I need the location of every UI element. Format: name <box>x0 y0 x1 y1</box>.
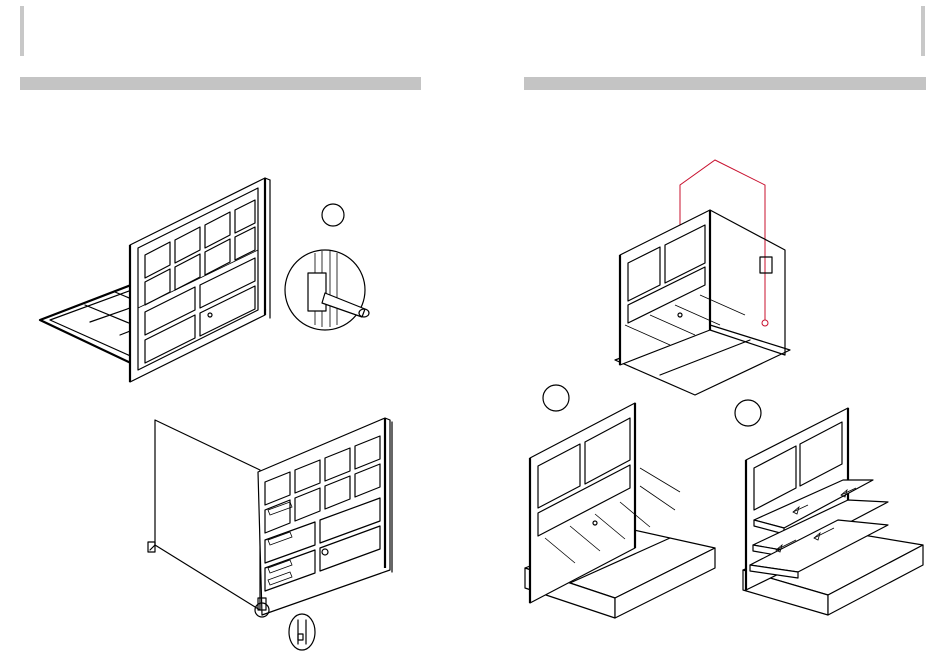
figure-cabinet-shelf-pins <box>520 398 725 628</box>
figure-cabinet-shelves-insert <box>738 400 938 630</box>
detail-leg-callout <box>285 610 319 654</box>
figure-cabinet-with-callout <box>610 155 810 400</box>
figure-side-panel-attach <box>140 410 410 650</box>
detail-screw-magnifier <box>280 245 380 335</box>
left-edge-mark <box>20 6 24 56</box>
right-section-header-band <box>524 77 926 90</box>
left-section-header-band <box>20 77 421 90</box>
right-edge-mark <box>921 6 925 56</box>
step-circle-1 <box>318 200 348 230</box>
